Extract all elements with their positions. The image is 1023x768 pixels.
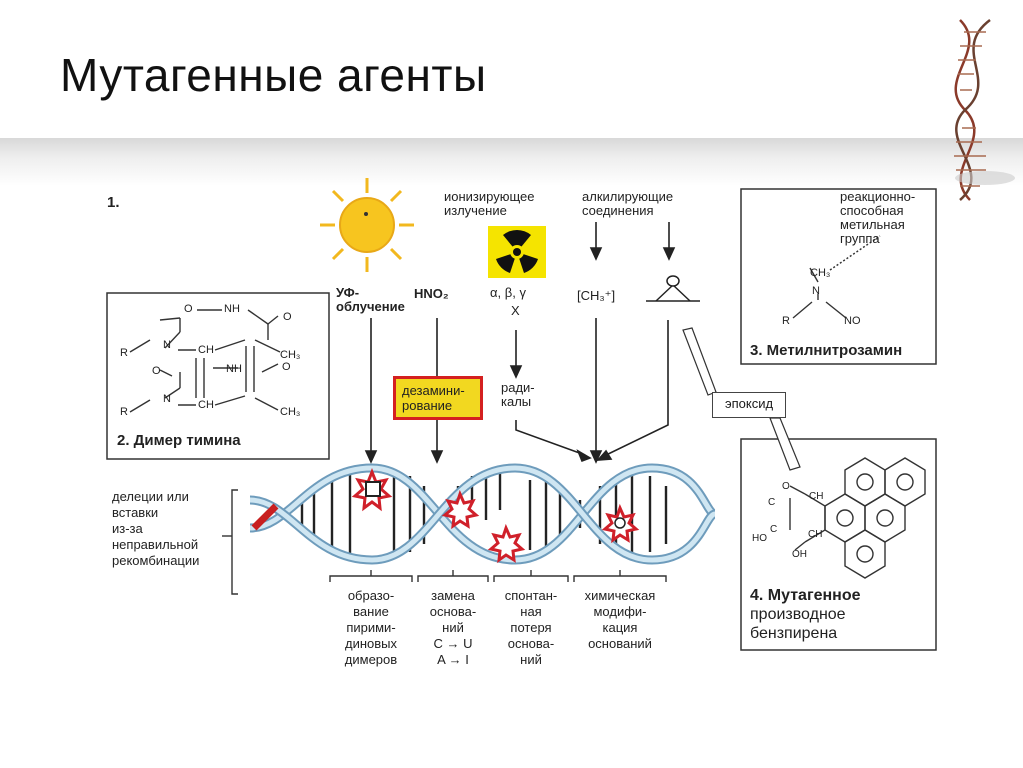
- bp-c-2: C: [770, 524, 778, 535]
- benzpyrene-caption-line-2: производное: [750, 606, 846, 623]
- mna-r: R: [782, 315, 790, 327]
- bottom-label-line: химическая: [584, 588, 656, 603]
- bottom-label-line: ная: [520, 604, 542, 619]
- bottom-label-line: C → U: [433, 636, 473, 651]
- x-rays-label: X: [511, 303, 520, 318]
- epoxide-oxygen: [666, 275, 680, 287]
- atom-nh-2: NH: [226, 363, 242, 375]
- bottom-label-line: A → I: [437, 652, 469, 667]
- left-note-line: рекомбинации: [112, 553, 200, 568]
- atom-ch-1: CH: [198, 344, 214, 356]
- bottom-label-line: замена: [431, 588, 475, 603]
- atom-n-1: N: [163, 339, 171, 351]
- dna-shadow: [955, 171, 1015, 185]
- bp-oh: OH: [792, 549, 807, 560]
- atom-o-1: O: [184, 303, 193, 315]
- left-note-line: делеции или: [112, 489, 189, 504]
- sun-icon: [320, 178, 414, 272]
- atom-r-1: R: [120, 347, 128, 359]
- bottom-label-line: ний: [442, 620, 464, 635]
- epoxide-triangle: [646, 284, 700, 302]
- damage-stars: [351, 467, 640, 564]
- alkylating-text: алкилирующие соединения: [582, 189, 674, 218]
- chemical-modification-label: химическая модифи- кация оснований: [574, 588, 666, 652]
- benzpyrene-caption-line-1: 4. Мутагенное: [750, 587, 861, 604]
- left-note-line: вставки: [112, 505, 159, 520]
- mna-ch3: CH₃: [810, 267, 831, 279]
- atom-r-2: R: [120, 406, 128, 418]
- ionizing-text: ионизирующее излучение: [444, 189, 535, 218]
- benzpyrene-caption-line-3: бензпирена: [750, 625, 838, 642]
- reactive-methyl-text: реакционно-способная метильная группа: [840, 189, 916, 246]
- bottom-label-line: вание: [353, 604, 389, 619]
- atom-o-2: O: [283, 311, 292, 323]
- thymine-dimer-frame: [106, 292, 330, 460]
- hno2-label: HNO₂: [414, 286, 449, 301]
- bottom-label-line: основа-: [507, 636, 555, 651]
- atom-ch3-1: CH₃: [280, 349, 301, 361]
- alkylating-label: алкилирующие соединения: [582, 190, 702, 218]
- bottom-label-line: пирими-: [346, 620, 396, 635]
- modified-base: [614, 517, 626, 529]
- deamination-box: дезамини-рование: [393, 376, 483, 420]
- left-note: делеции или вставки из-за неправильной р…: [112, 489, 199, 569]
- methylnitrosamine-structure: [792, 235, 881, 319]
- ionizing-radiation-label: ионизирующее излучение: [444, 190, 584, 218]
- brackets: [222, 489, 667, 595]
- mna-n: N: [812, 285, 820, 297]
- bp-o: O: [782, 481, 790, 492]
- bp-ch-1: CH: [809, 491, 824, 502]
- bp-ch-2: CH: [808, 529, 823, 540]
- reactive-methyl-label: реакционно-способная метильная группа: [840, 190, 936, 246]
- dimer-box: [365, 481, 381, 497]
- bottom-label-line: оснований: [588, 636, 652, 651]
- methylnitrosamine-caption: 3. Метилнитрозамин: [750, 342, 903, 359]
- thymine-dimer-structure: [129, 309, 281, 413]
- spontaneous-loss-label: спонтан- ная потеря основа- ний: [494, 588, 568, 668]
- bp-ho: HO: [752, 533, 767, 544]
- agent-arrows: [364, 222, 676, 464]
- radicals-label: ради-калы: [501, 381, 541, 409]
- bottom-label-line: кация: [602, 620, 638, 635]
- bottom-label-line: ний: [520, 652, 542, 667]
- header-gradient-band: [0, 138, 1023, 186]
- epoxide-label: эпоксид: [712, 392, 786, 418]
- thymine-dimer-caption: 2. Димер тимина: [117, 432, 241, 449]
- atom-o-4: O: [152, 365, 161, 377]
- radiation-types-label: α, β, γ: [490, 285, 526, 300]
- bottom-label-line: основа-: [429, 604, 477, 619]
- atom-nh-1: NH: [224, 303, 240, 315]
- atom-o-3: O: [282, 361, 291, 373]
- atom-n-2: N: [163, 393, 171, 405]
- bottom-label-line: диновых: [344, 636, 397, 651]
- atom-ch3-2: CH₃: [280, 406, 301, 418]
- benzpyrene-caption: 4. Мутагенное производное бензпирена: [750, 586, 861, 643]
- uv-text: УФ-облучение: [336, 285, 405, 314]
- pyrimidine-dimer-label: образо- вание пирими- диновых димеров: [330, 588, 412, 668]
- uv-label: УФ-облучение: [336, 286, 416, 314]
- bottom-label-line: димеров: [344, 652, 398, 667]
- atom-ch-2: CH: [198, 399, 214, 411]
- bottom-label-line: спонтан-: [504, 588, 558, 603]
- bottom-label-line: образо-: [347, 588, 395, 603]
- dna-helix: [249, 463, 717, 565]
- bp-c: C: [768, 497, 776, 508]
- mna-no: NO: [844, 315, 861, 327]
- left-note-line: из-за: [112, 521, 143, 536]
- ch3-label: [CH₃⁺]: [577, 288, 616, 303]
- base-substitution-label: замена основа- ний C → U A → I: [418, 588, 488, 668]
- radiation-icon: [488, 226, 546, 278]
- deamination-text: дезамини-рование: [402, 383, 465, 413]
- methylnitrosamine-frame: [740, 188, 937, 365]
- slide-title: Мутагенные агенты: [60, 49, 487, 101]
- benzpyrene-structure: [789, 457, 926, 579]
- left-note-line: неправильной: [112, 537, 199, 552]
- figure-number: 1.: [107, 194, 120, 211]
- bottom-label-line: потеря: [510, 620, 552, 635]
- radicals-text: ради-калы: [501, 380, 535, 409]
- bottom-label-line: модифи-: [593, 604, 647, 619]
